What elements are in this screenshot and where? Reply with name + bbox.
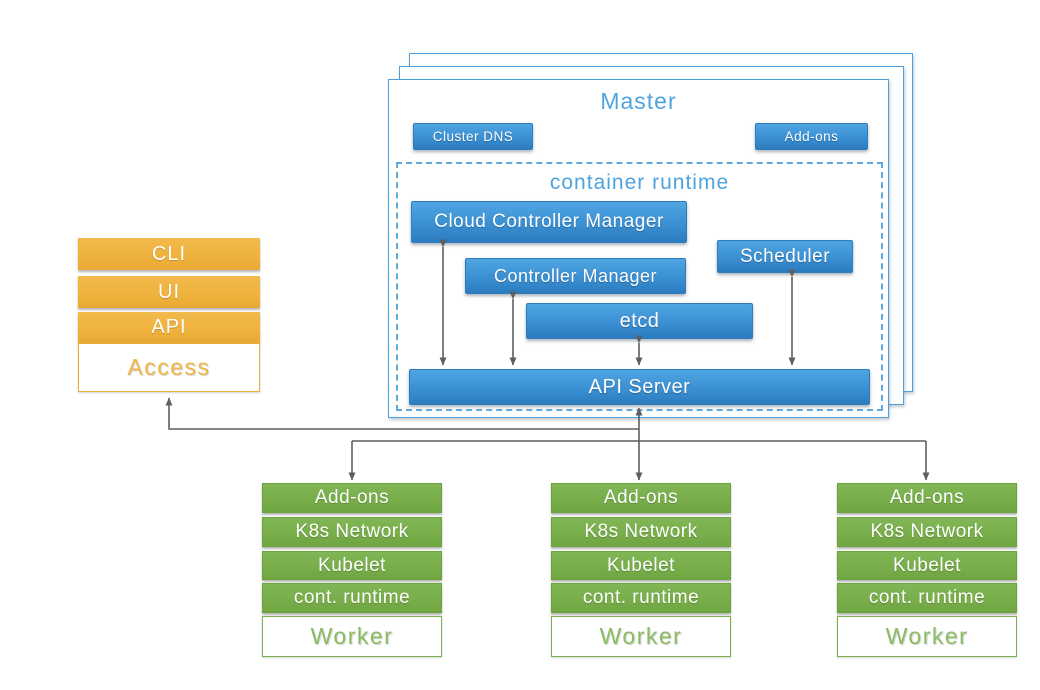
worker3-label-box: Worker [837,616,1017,657]
cloud-controller-manager-box: Cloud Controller Manager [411,201,687,243]
worker1-label-box: Worker [262,616,442,657]
worker1-cont-runtime: cont. runtime [262,583,442,613]
worker1-k8s-network: K8s Network [262,517,442,547]
master-title: Master [600,88,677,114]
access-item-ui: UI [78,276,260,308]
worker2-k8s-network: K8s Network [551,517,731,547]
worker2-addons: Add-ons [551,483,731,513]
access-label-box: Access [78,343,260,392]
container-runtime-title: container runtime [549,171,730,194]
worker3-addons: Add-ons [837,483,1017,513]
worker1-kubelet: Kubelet [262,551,442,580]
controller-manager-box: Controller Manager [465,258,686,294]
worker3-cont-runtime: cont. runtime [837,583,1017,613]
access-item-cli: CLI [78,238,260,270]
worker2-label-box: Worker [551,616,731,657]
etcd-box: etcd [526,303,753,339]
api-server-box: API Server [409,369,870,405]
master-addons-box: Add-ons [755,123,868,150]
worker1-addons: Add-ons [262,483,442,513]
scheduler-box: Scheduler [717,240,853,273]
access-item-api: API [78,312,260,343]
worker2-kubelet: Kubelet [551,551,731,580]
worker2-cont-runtime: cont. runtime [551,583,731,613]
worker3-kubelet: Kubelet [837,551,1017,580]
cluster-dns-box: Cluster DNS [413,123,533,150]
worker3-k8s-network: K8s Network [837,517,1017,547]
